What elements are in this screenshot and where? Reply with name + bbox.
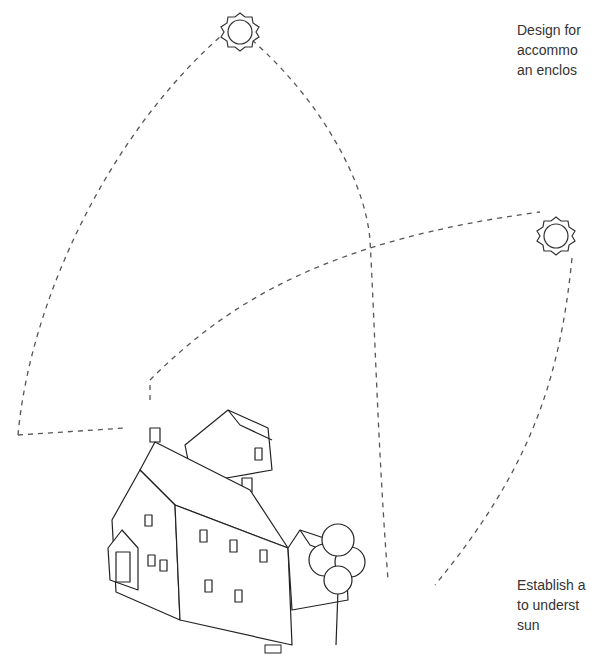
steps — [265, 645, 281, 653]
tree — [309, 524, 365, 645]
note-text: an enclos — [517, 62, 577, 78]
chimney — [150, 428, 160, 442]
note-text: to underst — [517, 597, 579, 613]
summer-path-rise — [18, 30, 228, 435]
summer-path-base — [18, 428, 125, 435]
porch — [108, 530, 138, 590]
winter-path-set — [435, 258, 572, 585]
sun-paths — [18, 30, 572, 585]
summer-sun — [221, 13, 259, 51]
note-text: accommo — [517, 42, 578, 58]
note-text: sun — [517, 617, 540, 633]
winter-path-rise — [150, 212, 540, 400]
winter-sun — [537, 217, 575, 255]
note-text: Design for — [517, 22, 581, 38]
door — [116, 552, 130, 582]
summer-path-set — [252, 40, 388, 580]
side-wall — [175, 505, 292, 645]
note-text: Establish a — [517, 577, 585, 593]
house — [108, 410, 348, 645]
